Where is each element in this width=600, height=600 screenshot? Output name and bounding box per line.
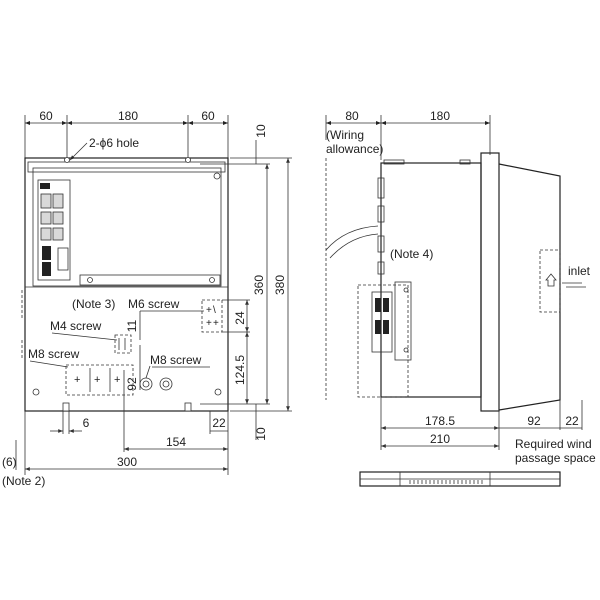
front-view: 60 180 60 2-ϕ6 hole + [2, 109, 292, 488]
dim-22-side: 22 [565, 414, 579, 428]
dim-10-bottom: 10 [254, 427, 268, 441]
dim-124-5: 124.5 [233, 355, 247, 385]
side-body [380, 162, 482, 398]
m6-screw-label: M6 screw [128, 297, 180, 311]
svg-text:+: + [213, 318, 219, 329]
dim-11: 11 [125, 319, 139, 332]
dim-10-top: 10 [254, 124, 268, 138]
dim-6-paren: (6) [2, 455, 17, 469]
mount-hole-2 [185, 157, 191, 163]
inlet-label: inlet [568, 264, 591, 278]
dim-92-side: 92 [527, 414, 541, 428]
dim-300: 300 [117, 455, 137, 469]
heatsink [498, 163, 561, 411]
dim-80: 80 [345, 109, 359, 123]
mount-hole-1 [64, 157, 70, 163]
panel-bottom-bar [79, 274, 221, 286]
dim-180-side: 180 [430, 109, 450, 123]
dim-154: 154 [166, 435, 186, 449]
m8-stud-2 [159, 377, 173, 391]
m8-screw-left-label: M8 screw [28, 347, 80, 361]
dim-6: 6 [83, 416, 90, 430]
dim-210: 210 [430, 432, 450, 446]
wind-label-2: passage space [515, 451, 596, 465]
cable-1 [325, 225, 379, 251]
bottom-hole-2 [184, 402, 192, 412]
m6-terminal [201, 299, 223, 333]
dim-178-5: 178.5 [425, 414, 455, 428]
wiring-label-2: allowance) [326, 142, 383, 156]
svg-text:\: \ [213, 305, 216, 316]
top-flange [27, 161, 226, 173]
svg-text:+: + [74, 374, 80, 386]
m8-stud-1 [139, 377, 153, 391]
dim-60-left: 60 [39, 109, 53, 123]
screw-ur [213, 172, 221, 180]
hole-label: 2-ϕ6 hole [89, 136, 139, 150]
upper-panel [32, 167, 222, 287]
note4-area [357, 284, 409, 398]
dim-92-front: 92 [125, 377, 139, 391]
m8-terminal-block [65, 364, 134, 396]
dim-60-right: 60 [201, 109, 215, 123]
front-enclosure [24, 157, 229, 412]
side-view: 80 180 (Wiring allowance) inlet (Note 4) [325, 109, 596, 487]
note2-label: (Note 2) [2, 474, 45, 488]
svg-text:+: + [206, 305, 212, 316]
m4-terminal [114, 334, 132, 354]
dim-180: 180 [118, 109, 138, 123]
inlet-opening [539, 249, 561, 313]
note3-label: (Note 3) [72, 297, 115, 311]
front-flange [480, 152, 500, 412]
dim-380: 380 [273, 275, 287, 295]
hole-leader [69, 142, 88, 161]
svg-text:+: + [206, 318, 212, 329]
cable-2 [329, 233, 379, 259]
bottom-hole-1 [62, 402, 70, 412]
dim-24: 24 [233, 311, 247, 325]
connector-module [37, 179, 71, 281]
note4-label: (Note 4) [390, 247, 433, 261]
wind-label-1: Required wind [515, 437, 592, 451]
dim-360: 360 [252, 275, 266, 295]
svg-text:+: + [94, 374, 100, 386]
wiring-label-1: (Wiring [326, 128, 364, 142]
svg-text:+: + [114, 374, 120, 386]
dim-22-front: 22 [212, 416, 226, 430]
m4-screw-label: M4 screw [50, 319, 102, 333]
m8-screw-right-label: M8 screw [150, 353, 202, 367]
